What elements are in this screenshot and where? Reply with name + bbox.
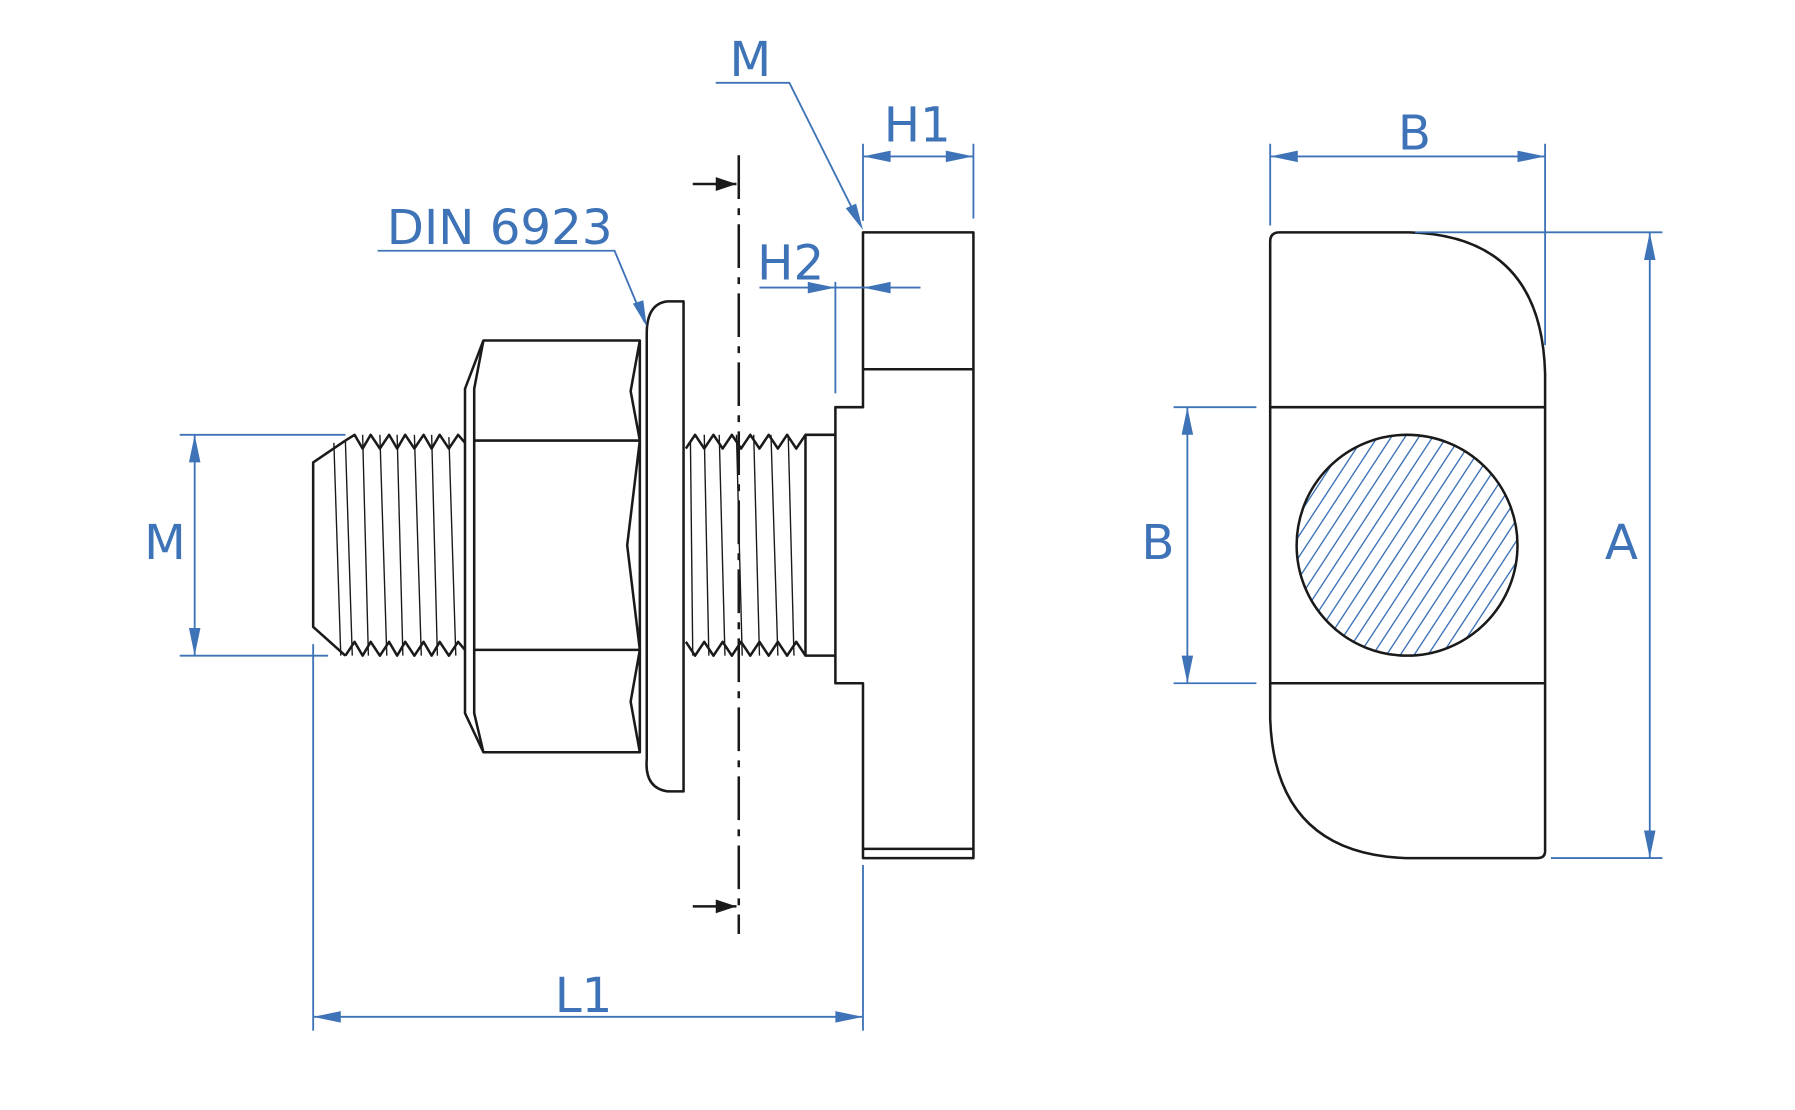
label-side-b: B	[1141, 515, 1174, 571]
label-head-m: M	[730, 32, 772, 88]
label-top-b: B	[1398, 106, 1431, 162]
label-nut-standard: DIN 6923	[387, 200, 613, 256]
dimensions: M DIN 6923 M H1 H2 L1 B B A	[144, 32, 1663, 1031]
bolt-side-view	[311, 155, 975, 935]
label-thread-m: M	[144, 515, 186, 571]
t-head-end-view	[1268, 231, 1547, 860]
label-h1: H1	[884, 97, 951, 153]
label-length-l1: L1	[555, 968, 613, 1024]
label-height-a: A	[1605, 515, 1638, 571]
label-h2: H2	[757, 236, 824, 292]
